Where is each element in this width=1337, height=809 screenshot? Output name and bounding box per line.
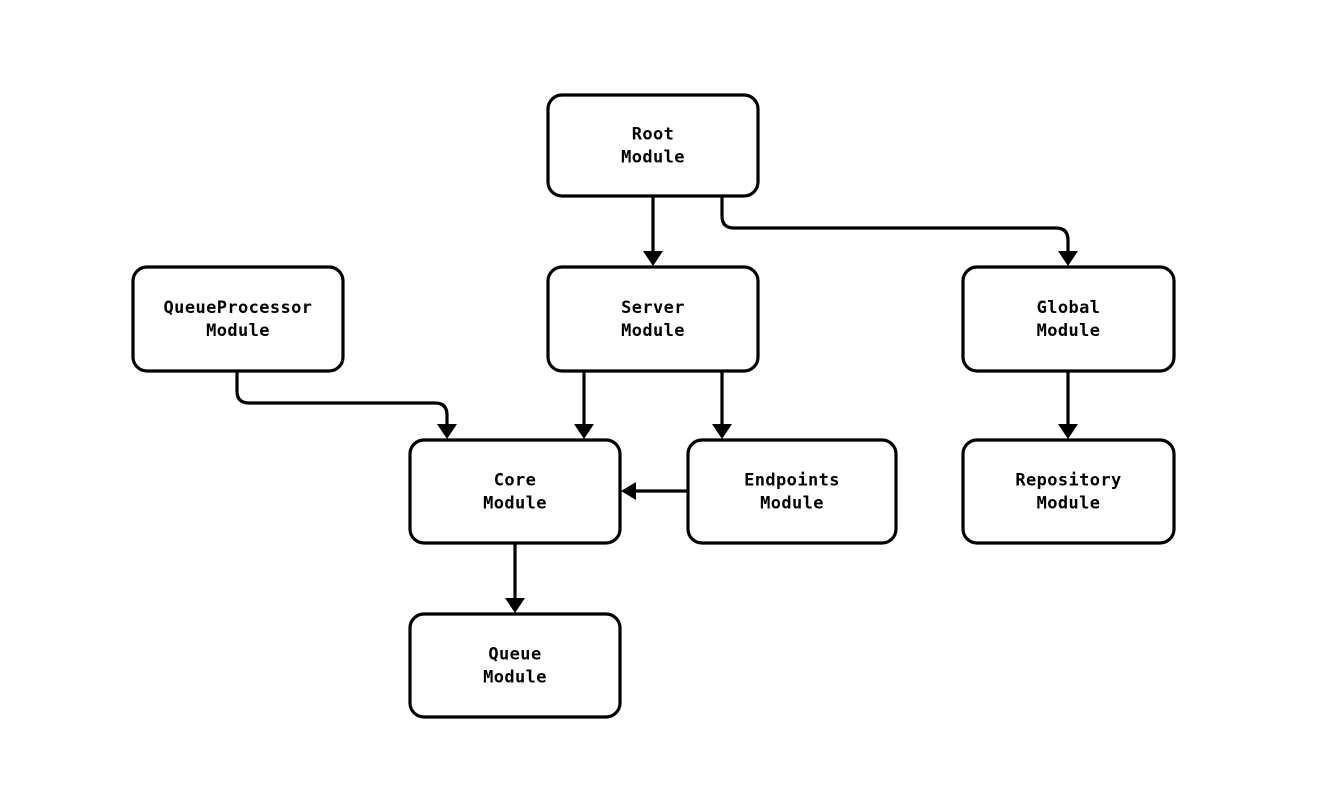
node-label-global-line2: Module (1037, 321, 1101, 341)
node-label-endpoints-line1: Endpoints (744, 471, 840, 491)
node-box-endpoints[interactable] (686, 438, 898, 545)
node-label-root-line2: Module (621, 148, 685, 168)
edge-queueprocessor-to-core (235, 371, 457, 439)
node-box-repository[interactable] (961, 438, 1176, 545)
node-box-server[interactable] (546, 265, 760, 373)
edge-server-to-core (574, 371, 594, 439)
edge-global-to-repository (1058, 371, 1078, 439)
edge-root-to-server (643, 196, 663, 266)
node-box-core[interactable] (408, 438, 622, 545)
arrowhead-icon (643, 251, 663, 266)
edge-line (235, 371, 449, 426)
node-label-core-line1: Core (494, 471, 537, 491)
node-label-queue-line2: Module (483, 668, 547, 688)
node-box-queue[interactable] (408, 612, 622, 719)
edge-core-to-queue (505, 543, 525, 613)
arrowhead-icon (574, 424, 594, 439)
node-box-queueprocessor[interactable] (131, 265, 345, 373)
arrowhead-icon (437, 424, 457, 439)
arrowhead-icon (712, 424, 732, 439)
node-label-queue-line1: Queue (488, 645, 541, 665)
node-label-root-line1: Root (632, 125, 675, 145)
arrowhead-icon (1058, 251, 1078, 266)
node-label-repository-line2: Module (1037, 494, 1101, 514)
node-label-server-line2: Module (621, 321, 685, 341)
edge-line (720, 196, 1070, 253)
arrowhead-icon (1058, 424, 1078, 439)
node-label-queueprocessor-line2: Module (206, 321, 270, 341)
edge-root-to-global (720, 196, 1078, 266)
arrowhead-icon (621, 482, 636, 500)
node-label-global-line1: Global (1037, 298, 1101, 318)
nodes-layer: RootModuleQueueProcessorModuleServerModu… (131, 93, 1176, 719)
edge-server-to-endpoints (712, 371, 732, 439)
node-box-global[interactable] (961, 265, 1176, 373)
arrowhead-icon (505, 598, 525, 613)
edge-endpoints-to-core (621, 482, 688, 500)
node-label-core-line2: Module (483, 494, 547, 514)
node-box-root[interactable] (546, 93, 760, 198)
node-label-server-line1: Server (621, 298, 685, 318)
node-label-endpoints-line2: Module (760, 494, 824, 514)
node-label-repository-line1: Repository (1015, 471, 1121, 491)
edges-layer (235, 196, 1078, 613)
node-label-queueprocessor-line1: QueueProcessor (164, 298, 313, 318)
